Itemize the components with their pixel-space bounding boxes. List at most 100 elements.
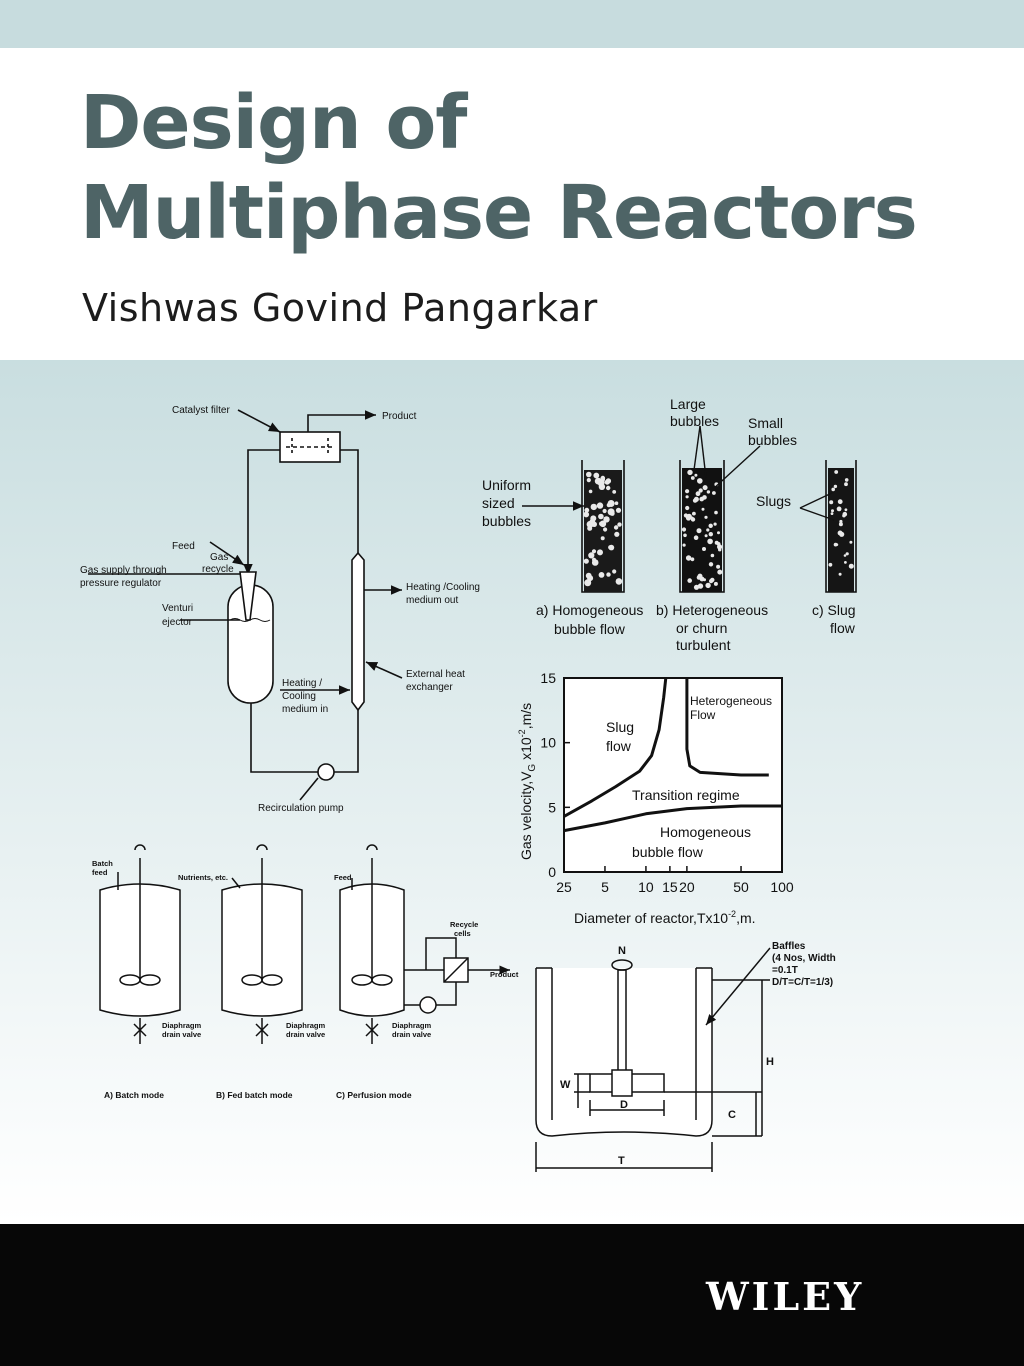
bubble bbox=[617, 522, 622, 527]
bubble bbox=[695, 491, 701, 497]
bubble bbox=[707, 538, 713, 545]
caption-b-1: b) Heterogeneous bbox=[656, 602, 768, 618]
publisher-logo: WILEY bbox=[706, 1274, 865, 1319]
external-heat-exchanger bbox=[351, 551, 365, 712]
label-mode-b: B) Fed batch mode bbox=[216, 1090, 293, 1100]
bubble bbox=[698, 488, 703, 493]
chart-x-axis-label: Diameter of reactor,Tx10-2,m. bbox=[574, 909, 756, 926]
label-heating-in-2: Cooling bbox=[282, 691, 316, 702]
bubble bbox=[831, 487, 835, 492]
bubble bbox=[839, 519, 843, 524]
label-exchanger-1: External heat bbox=[406, 669, 465, 680]
bubble bbox=[690, 557, 695, 562]
bubble bbox=[614, 531, 620, 537]
label-d: D bbox=[620, 1099, 628, 1111]
book-title-line-2: Multiphase Reactors bbox=[80, 170, 918, 256]
bubble bbox=[708, 562, 714, 567]
bubble bbox=[830, 512, 834, 515]
label-baffles-2: (4 Nos, Width bbox=[772, 953, 836, 964]
label-valve-b-2: drain valve bbox=[286, 1030, 325, 1039]
bubble bbox=[685, 555, 692, 561]
bubble bbox=[704, 534, 708, 538]
book-title-line-1: Design of bbox=[80, 80, 467, 166]
region-label-homo-2: bubble flow bbox=[632, 844, 704, 860]
bubble bbox=[593, 472, 600, 479]
label-small-2: bubbles bbox=[748, 432, 797, 448]
bubble bbox=[713, 581, 718, 586]
bubble bbox=[612, 569, 617, 574]
bubble bbox=[697, 478, 703, 484]
bubble bbox=[717, 569, 723, 575]
bubble bbox=[831, 509, 834, 513]
bioreactor-labels: Batch feed Nutrients, etc. Feed Recycle … bbox=[92, 859, 519, 1100]
bubble bbox=[702, 495, 707, 500]
x-tick-label: 50 bbox=[733, 879, 749, 895]
bubble bbox=[687, 578, 692, 583]
bubble bbox=[607, 500, 615, 507]
label-valve-c-2: drain valve bbox=[392, 1030, 431, 1039]
bubble bbox=[588, 489, 593, 494]
bubble bbox=[714, 510, 718, 515]
bubble bbox=[603, 527, 608, 532]
label-product: Product bbox=[382, 411, 417, 422]
bubble bbox=[716, 564, 721, 569]
flow-regime-columns bbox=[522, 425, 857, 593]
region-label-het-1: Heterogeneous bbox=[690, 694, 772, 708]
bubble bbox=[837, 530, 843, 536]
bubble bbox=[838, 522, 843, 527]
bubble bbox=[690, 476, 695, 480]
bubble bbox=[844, 482, 848, 487]
bubble bbox=[591, 559, 599, 566]
caption-a-1: a) Homogeneous bbox=[536, 602, 643, 618]
bubble bbox=[607, 508, 615, 516]
regime-boundary-line-3 bbox=[563, 804, 782, 833]
y-tick-label: 15 bbox=[540, 670, 556, 686]
bubble bbox=[693, 535, 699, 540]
bubble bbox=[590, 515, 597, 522]
label-small-1: Small bbox=[748, 415, 783, 431]
flow-regime-labels: Large bubbles Small bubbles Uniform size… bbox=[482, 396, 856, 653]
bubble bbox=[716, 542, 721, 546]
bubble bbox=[833, 484, 838, 489]
bubble bbox=[844, 478, 849, 482]
bubble bbox=[834, 470, 839, 474]
caption-b-3: turbulent bbox=[676, 637, 731, 653]
bubble bbox=[704, 515, 708, 519]
y-tick-label: 10 bbox=[540, 735, 556, 751]
bubble bbox=[603, 516, 610, 523]
x-tick-label: 15 bbox=[662, 879, 678, 895]
label-baffles-4: D/T=C/T=1/3) bbox=[772, 977, 833, 988]
bubble bbox=[833, 542, 838, 547]
label-w: W bbox=[560, 1079, 571, 1091]
bubble bbox=[608, 545, 613, 550]
bubble bbox=[843, 554, 847, 557]
bubble bbox=[837, 499, 843, 505]
bubble bbox=[588, 552, 595, 559]
region-label-homo-1: Homogeneous bbox=[660, 824, 751, 840]
bubble bbox=[600, 536, 605, 541]
bubble bbox=[583, 511, 590, 518]
regime-boundary-line-1 bbox=[563, 677, 668, 818]
region-label-transition: Transition regime bbox=[632, 787, 740, 803]
bubble bbox=[685, 489, 690, 494]
bubble bbox=[613, 525, 619, 530]
label-baffles-3: =0.1T bbox=[772, 965, 798, 976]
bubble bbox=[602, 508, 607, 514]
bubble bbox=[615, 578, 623, 585]
bubble bbox=[693, 584, 700, 590]
bubble bbox=[586, 478, 591, 483]
label-uniform-2: sized bbox=[482, 495, 515, 511]
bubble bbox=[681, 527, 687, 532]
label-batch-feed-2: feed bbox=[92, 868, 108, 877]
bubble bbox=[591, 549, 597, 554]
region-label-slug-1: Slug bbox=[606, 719, 634, 735]
label-valve-b-1: Diaphragm bbox=[286, 1021, 326, 1030]
title-block: Design of Multiphase Reactors Vishwas Go… bbox=[0, 48, 1024, 360]
label-heating-out-1: Heating /Cooling bbox=[406, 582, 480, 593]
bubble bbox=[598, 513, 604, 520]
caption-c-2: flow bbox=[830, 620, 856, 636]
bubble bbox=[708, 523, 713, 528]
caption-b-2: or churn bbox=[676, 620, 727, 636]
bubble bbox=[701, 507, 705, 511]
label-recycle-1: Recycle bbox=[450, 920, 478, 929]
